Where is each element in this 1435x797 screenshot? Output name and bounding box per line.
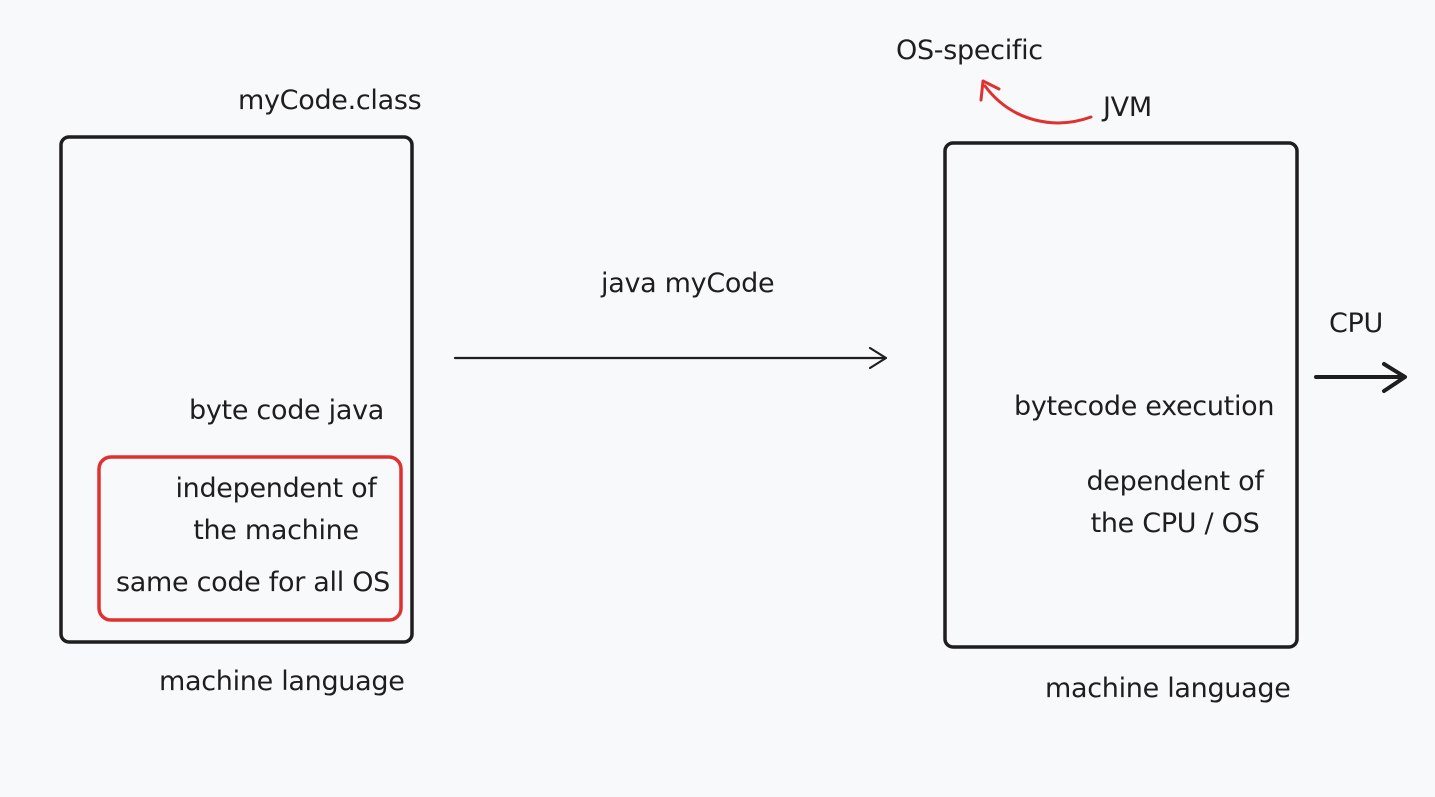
- independent-of-label: independent of: [175, 473, 377, 504]
- byte-code-label: byte code java: [189, 395, 384, 426]
- same-code-label: same code for all OS: [115, 567, 391, 598]
- dependent-of-label: dependent of: [1086, 466, 1264, 497]
- class-file-name-label: myCode.class: [238, 85, 422, 116]
- run-command-label: java myCode: [601, 268, 775, 299]
- the-cpu-os-label: the CPU / OS: [1090, 508, 1260, 539]
- cpu-label: CPU: [1329, 308, 1383, 339]
- cpu-output-arrow[interactable]: [1314, 362, 1407, 393]
- left-machine-language-label: machine language: [159, 666, 405, 697]
- right-machine-language-label: machine language: [1045, 673, 1291, 704]
- os-specific-label: OS-specific: [896, 35, 1043, 66]
- class-file-box[interactable]: [59, 135, 414, 644]
- run-command-arrow[interactable]: [453, 346, 888, 370]
- the-machine-label: the machine: [193, 515, 359, 546]
- os-specific-arrow[interactable]: [979, 79, 1093, 125]
- machine-independence-highlight[interactable]: [97, 455, 403, 622]
- jvm-label: JVM: [1103, 92, 1152, 123]
- bytecode-execution-label: bytecode execution: [1014, 391, 1275, 422]
- jvm-box[interactable]: [943, 141, 1299, 649]
